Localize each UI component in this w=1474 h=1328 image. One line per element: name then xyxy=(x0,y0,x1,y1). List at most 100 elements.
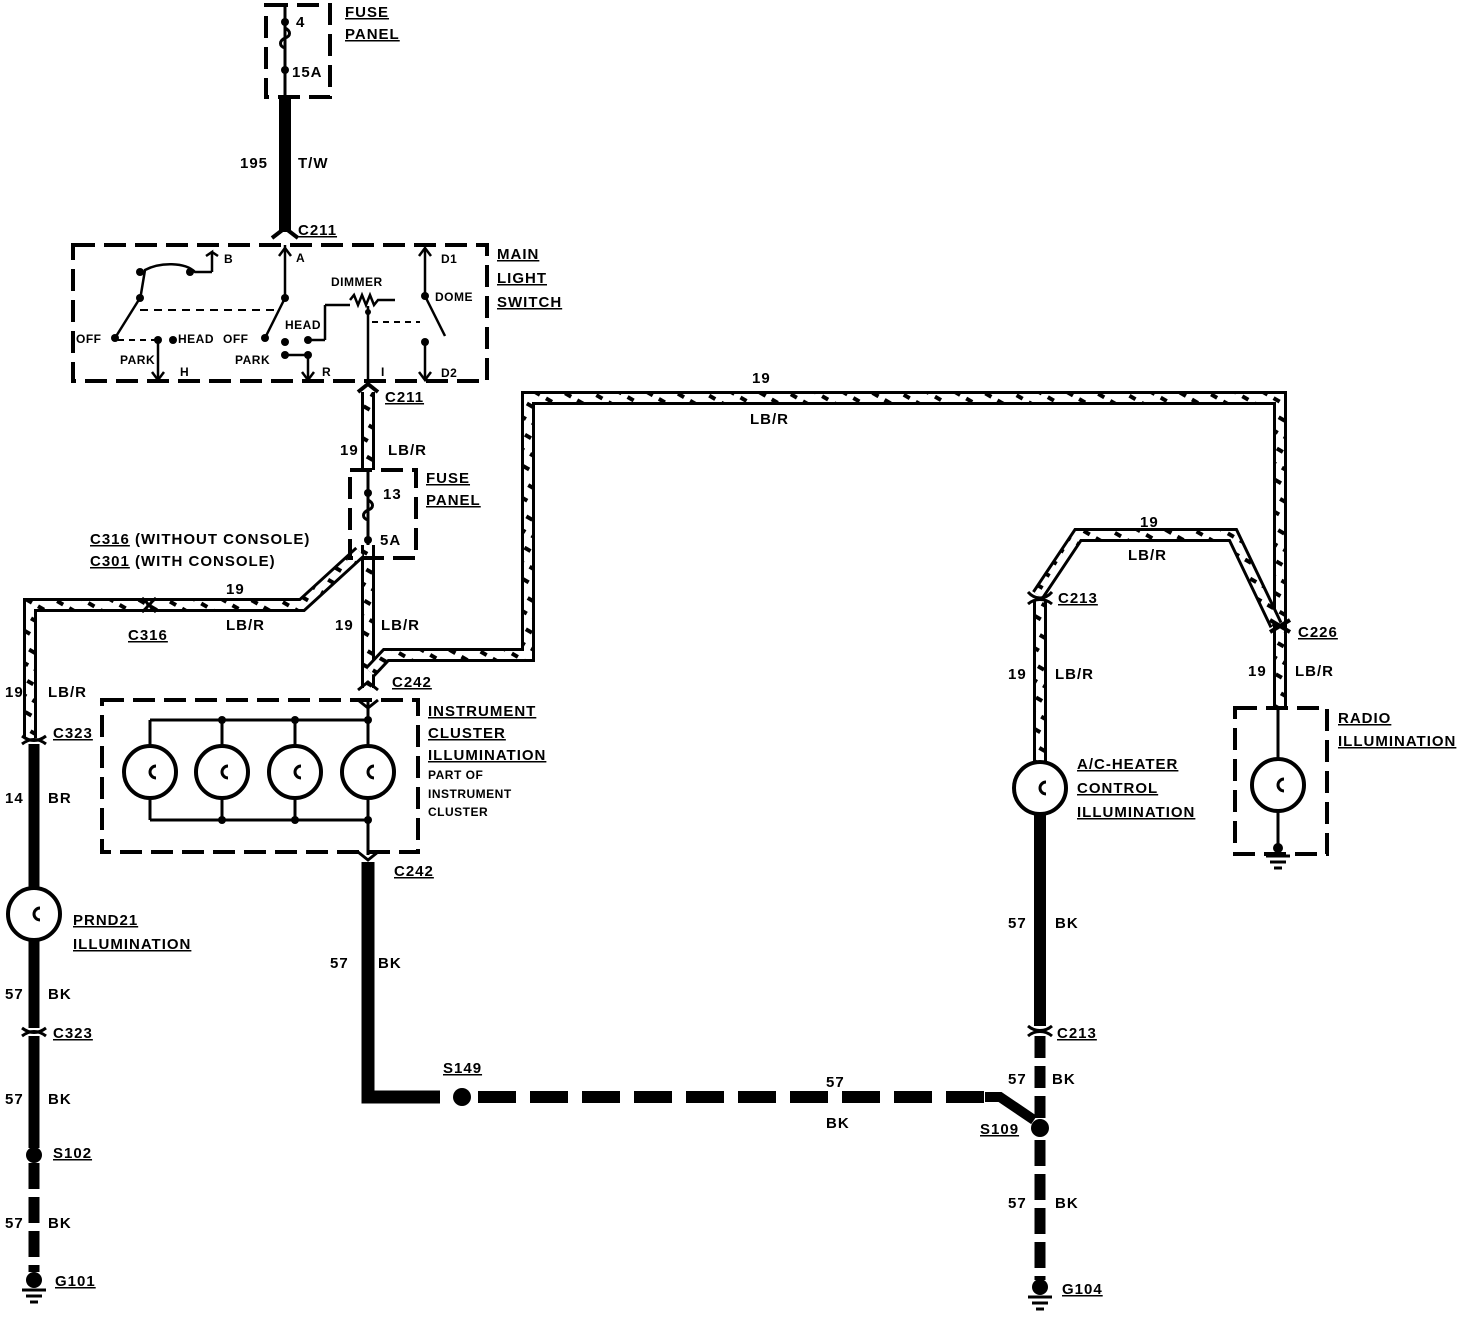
wire-circuit-label: 57 xyxy=(5,1215,24,1232)
splice-s149: S149 xyxy=(443,1060,482,1077)
connector-c316: C316 xyxy=(128,627,168,644)
dimmer-label: DIMMER xyxy=(331,275,383,289)
connector-c242-bottom-symbol xyxy=(357,850,379,862)
connector-c211-symbol xyxy=(270,225,300,240)
connector-c301-note: C301 (WITH CONSOLE) xyxy=(90,553,276,570)
wire-circuit-label: 19 xyxy=(752,370,771,387)
connector-c323-bottom: C323 xyxy=(53,1025,93,1042)
splice-s102-dot xyxy=(26,1147,42,1163)
connector-c242-top: C242 xyxy=(392,674,432,691)
ground-g101: G101 xyxy=(55,1273,96,1290)
wire-color-label: BK xyxy=(48,1091,72,1108)
radio-label: RADIO xyxy=(1338,710,1391,727)
wire-circuit-label: 57 xyxy=(826,1074,845,1091)
wire-color-label: BK xyxy=(1055,1195,1079,1212)
instrument-cluster-label: CLUSTER xyxy=(428,725,506,742)
connector-c323-top-symbol xyxy=(21,734,47,746)
position-off: OFF xyxy=(76,332,102,346)
terminal-d2: D2 xyxy=(441,366,457,380)
splice-s102: S102 xyxy=(53,1145,92,1162)
instrument-cluster: C242 INSTRUMENT CLUSTER ILLUMINATION xyxy=(100,674,546,1104)
fuse-panel-label-top: FUSE xyxy=(345,4,389,21)
connector-c323-top: C323 xyxy=(53,725,93,742)
ground-g104: G104 xyxy=(1062,1281,1103,1298)
connector-c213-top-symbol xyxy=(1026,590,1054,606)
wire-circuit-label: 57 xyxy=(1008,1071,1027,1088)
dome-label: DOME xyxy=(435,290,473,304)
striped-wires xyxy=(23,391,1287,762)
ac-heater-branch: C213 19 LB/R A/C-HEATER CONTROL ILLUMINA… xyxy=(980,590,1195,1311)
connector-c211-top: C211 xyxy=(298,222,337,239)
connector-c213-bottom-symbol xyxy=(1027,1024,1053,1038)
dimmer-rheostat-symbol xyxy=(349,291,395,309)
cluster-bulbs xyxy=(122,716,396,824)
wire-circuit-label: 19 xyxy=(335,617,354,634)
position-park-2: PARK xyxy=(235,353,270,367)
wire-color-label: LB/R xyxy=(381,617,420,634)
wire-color-label: LB/R xyxy=(1055,666,1094,683)
connector-c242-bottom: C242 xyxy=(394,863,434,880)
fuse-panel-mid: 13 5A FUSE PANEL xyxy=(348,468,481,560)
prnd21-label: PRND21 xyxy=(73,912,138,929)
connector-c211-bottom-symbol xyxy=(356,381,380,394)
terminal-h: H xyxy=(180,365,189,379)
wire-color-label: T/W xyxy=(298,155,329,172)
terminal-a: A xyxy=(296,251,305,265)
position-park: PARK xyxy=(120,353,155,367)
switch-housing xyxy=(71,243,489,383)
wire-color-label: LB/R xyxy=(1128,547,1167,564)
wire-color-label: BK xyxy=(48,1215,72,1232)
main-light-switch-label: SWITCH xyxy=(497,294,562,311)
wire-color-label: LB/R xyxy=(750,411,789,428)
ac-heater-label: CONTROL xyxy=(1077,780,1158,797)
wire-circuit-label: 19 xyxy=(340,442,359,459)
wire-color-label: LB/R xyxy=(226,617,265,634)
fuse-13-number: 13 xyxy=(383,486,402,503)
wire-circuit-label: 19 xyxy=(226,581,245,598)
radio-ground-icon xyxy=(1266,843,1290,870)
fuse-panel-label-mid: PANEL xyxy=(426,492,481,509)
terminal-d1: D1 xyxy=(441,252,457,266)
fuse-4-rating: 15A xyxy=(292,64,323,81)
wire-circuit-label: 19 xyxy=(5,684,24,701)
fuse-4-symbol xyxy=(279,26,291,50)
instrument-cluster-label: ILLUMINATION xyxy=(428,747,546,764)
wire-circuit-label: 19 xyxy=(1248,663,1267,680)
wire-circuit-label: 57 xyxy=(5,986,24,1003)
radio-label: ILLUMINATION xyxy=(1338,733,1456,750)
ground-g104-icon xyxy=(1028,1279,1052,1311)
wire-color-label: BK xyxy=(826,1115,850,1132)
prnd21-branch: 19 LB/R C323 14 BR PRND21 ILLUMINATION 5… xyxy=(5,684,190,1304)
splice-s149-dot xyxy=(453,1088,471,1106)
main-light-switch-label: MAIN xyxy=(497,246,539,263)
position-head: HEAD xyxy=(178,332,214,346)
wire-circuit-label: 14 xyxy=(5,790,24,807)
wire-color-label: LB/R xyxy=(1295,663,1334,680)
ac-heater-label: ILLUMINATION xyxy=(1077,804,1195,821)
ac-heater-label: A/C-HEATER xyxy=(1077,756,1178,773)
instrument-cluster-note: CLUSTER xyxy=(428,805,488,819)
fuse-panel-top: 4 15A FUSE PANEL xyxy=(264,3,399,99)
wire-circuit-label: 19 xyxy=(1008,666,1027,683)
instrument-cluster-note: INSTRUMENT xyxy=(428,787,512,801)
connector-c211-bottom: C211 xyxy=(385,389,424,406)
splice-s109: S109 xyxy=(980,1121,1019,1138)
position-head-2: HEAD xyxy=(285,318,321,332)
fuse-4-number: 4 xyxy=(296,14,305,31)
main-light-switch-label: LIGHT xyxy=(497,270,547,287)
ground-run: S149 57 BK xyxy=(443,1060,1037,1132)
connector-c226: C226 xyxy=(1298,624,1338,641)
wire-195: 195 T/W xyxy=(240,97,329,232)
wire-color-label: LB/R xyxy=(388,442,427,459)
wire-circuit-label: 195 xyxy=(240,155,268,172)
position-off-2: OFF xyxy=(223,332,249,346)
main-light-switch: C211 MAIN LIGHT SWITCH B OFF PARK HEAD H… xyxy=(71,222,562,383)
connector-c226-symbol xyxy=(1268,618,1292,634)
wire-color-label: BK xyxy=(1052,1071,1076,1088)
fuse-panel-label-mid: FUSE xyxy=(426,470,470,487)
connector-c316-note: C316 (WITHOUT CONSOLE) xyxy=(90,531,310,548)
connector-c213-bottom: C213 xyxy=(1057,1025,1097,1042)
wire-circuit-label: 57 xyxy=(1008,1195,1027,1212)
connector-c316-symbol xyxy=(141,596,157,614)
